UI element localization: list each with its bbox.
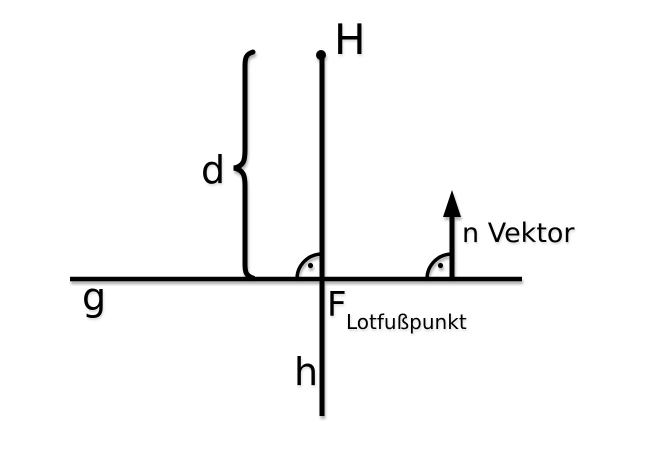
label-line-h: h xyxy=(294,350,319,394)
distance-brace xyxy=(233,49,256,281)
label-distance-d: d xyxy=(201,148,226,192)
label-foot-point-F: F xyxy=(327,285,347,325)
label-foot-point-subscript: Lotfußpunkt xyxy=(346,310,467,334)
label-normal-vector: n Vektor xyxy=(462,218,575,249)
label-point-H: H xyxy=(334,15,366,64)
right-angle-dot-vector xyxy=(437,262,444,269)
normal-vector-arrowhead xyxy=(443,190,461,217)
label-line-g: g xyxy=(82,275,107,319)
right-angle-arc-foot xyxy=(295,252,323,280)
point-H-dot xyxy=(316,50,326,60)
right-angle-dot-foot xyxy=(307,262,314,269)
right-angle-arc-vector xyxy=(425,252,453,280)
